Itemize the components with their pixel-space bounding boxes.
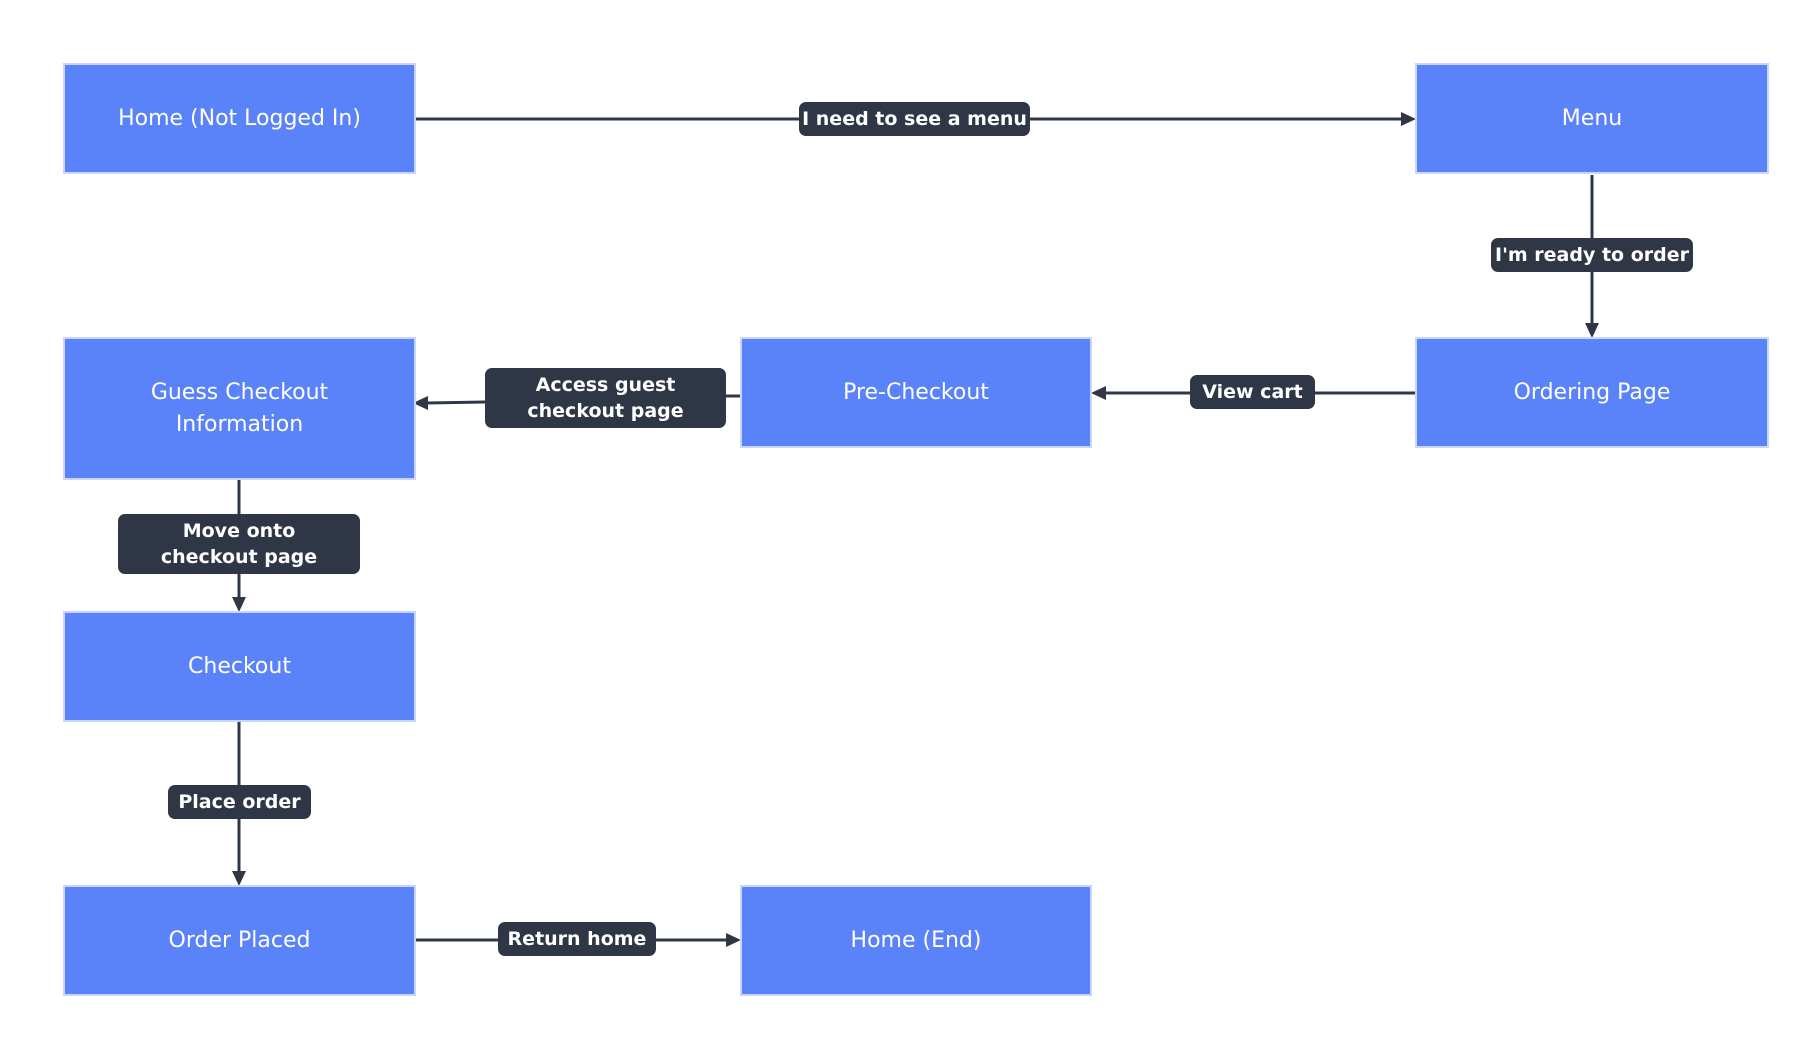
node-pre-checkout[interactable]: Pre-Checkout xyxy=(740,337,1092,448)
arrowhead-orderplaced xyxy=(232,871,246,886)
node-home-end[interactable]: Home (End) xyxy=(740,885,1092,996)
node-ordering-page-label: Ordering Page xyxy=(1513,379,1671,405)
node-pre-checkout-label: Pre-Checkout xyxy=(843,379,989,405)
node-guess-checkout-information[interactable]: Guess Checkout Information xyxy=(63,337,416,480)
arrowhead-checkout xyxy=(232,597,246,612)
node-home-end-label: Home (End) xyxy=(850,927,982,953)
node-checkout-label: Checkout xyxy=(188,653,291,679)
edge-label-return-home-text: Return home xyxy=(507,928,647,950)
node-checkout[interactable]: Checkout xyxy=(63,611,416,722)
node-guess-checkout-information-label: Guess Checkout Information xyxy=(150,379,329,437)
edge-label-place-order: Place order xyxy=(168,785,311,819)
edge-label-need-menu-text: I need to see a menu xyxy=(802,108,1027,130)
edge-label-move-onto-checkout-text: Move onto checkout page xyxy=(160,520,318,568)
edge-label-move-onto-checkout: Move onto checkout page xyxy=(118,514,360,574)
edge-label-view-cart: View cart xyxy=(1190,375,1315,409)
edge-label-return-home: Return home xyxy=(498,922,656,956)
edge-label-view-cart-text: View cart xyxy=(1202,381,1303,403)
node-home-not-logged-in[interactable]: Home (Not Logged In) xyxy=(63,63,416,174)
edge-label-ready-to-order-text: I'm ready to order xyxy=(1495,244,1690,266)
arrowhead-precheckout xyxy=(1091,386,1106,400)
node-home-not-logged-in-label: Home (Not Logged In) xyxy=(118,105,361,131)
edge-label-place-order-text: Place order xyxy=(178,791,301,813)
node-menu[interactable]: Menu xyxy=(1415,63,1769,174)
node-order-placed-label: Order Placed xyxy=(168,927,311,953)
arrowhead-menu xyxy=(1401,112,1416,126)
edge-label-ready-to-order: I'm ready to order xyxy=(1491,238,1693,272)
node-menu-label: Menu xyxy=(1561,105,1623,131)
edge-label-access-guest-checkout-text: Access guest checkout page xyxy=(527,374,684,422)
node-order-placed[interactable]: Order Placed xyxy=(63,885,416,996)
edge-label-need-menu: I need to see a menu xyxy=(799,102,1030,136)
arrowhead-home-end xyxy=(726,933,741,947)
edge-label-access-guest-checkout: Access guest checkout page xyxy=(485,368,726,428)
arrowhead-ordering xyxy=(1585,323,1599,338)
node-ordering-page[interactable]: Ordering Page xyxy=(1415,337,1769,448)
arrowhead-guest xyxy=(413,396,428,410)
